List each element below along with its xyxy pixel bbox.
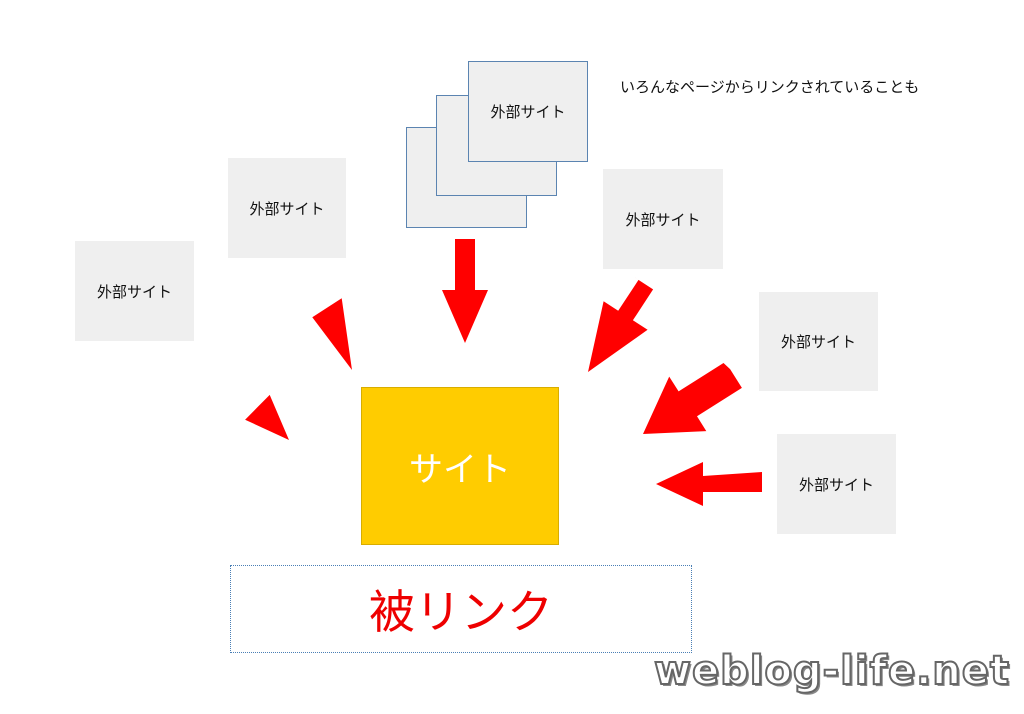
external-site-box-5: 外部サイト bbox=[777, 434, 896, 534]
external-site-label: 外部サイト bbox=[780, 333, 856, 351]
external-site-stack-front: 外部サイト bbox=[468, 61, 588, 162]
external-site-label: 外部サイト bbox=[490, 103, 566, 121]
arrow-from-left bbox=[198, 363, 289, 440]
external-site-label: 外部サイト bbox=[798, 475, 874, 494]
external-site-label: 外部サイト bbox=[249, 199, 325, 218]
center-site-label: サイト bbox=[409, 449, 511, 490]
backlink-caption: 被リンク bbox=[369, 585, 553, 639]
external-site-label: 外部サイト bbox=[625, 210, 701, 229]
arrow-from-stack bbox=[442, 239, 488, 343]
backlink-caption-box: 被リンク bbox=[230, 565, 692, 653]
watermark: weblog-life.net bbox=[653, 647, 1010, 695]
external-site-label: 外部サイト bbox=[96, 282, 172, 301]
arrow-from-right bbox=[643, 363, 742, 434]
note-text: いろんなページからリンクされていることも bbox=[620, 78, 920, 96]
arrow-from-upper-left bbox=[287, 274, 352, 370]
external-site-box-3: 外部サイト bbox=[603, 169, 723, 269]
external-site-box-1: 外部サイト bbox=[75, 241, 194, 341]
center-site-box: サイト bbox=[361, 387, 559, 545]
external-site-box-4: 外部サイト bbox=[759, 292, 878, 391]
arrow-from-lower-right bbox=[656, 462, 762, 506]
arrow-from-upper-right bbox=[588, 277, 654, 372]
external-site-box-2: 外部サイト bbox=[228, 158, 346, 258]
